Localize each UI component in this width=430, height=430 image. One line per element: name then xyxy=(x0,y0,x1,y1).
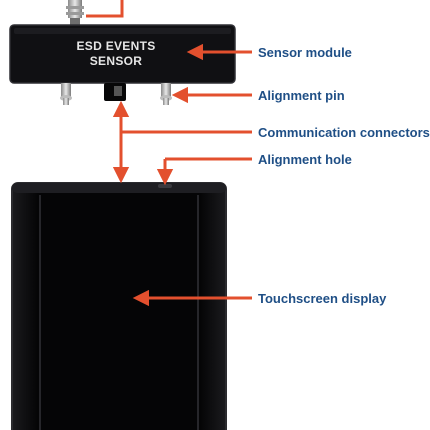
sensor-module: ESD EVENTS SENSOR xyxy=(9,24,236,84)
label-touchscreen-display: Touchscreen display xyxy=(258,291,387,306)
label-alignment-pin: Alignment pin xyxy=(258,88,345,103)
top-connector xyxy=(66,0,84,26)
alignment-pin-right xyxy=(160,83,172,105)
module-label-line2: SENSOR xyxy=(90,54,143,68)
module-label-line1: ESD EVENTS xyxy=(76,39,155,53)
communication-connector xyxy=(104,83,126,101)
label-communication-connectors: Communication connectors xyxy=(258,125,430,140)
alignment-hole-arrow xyxy=(156,157,252,186)
top-callout-line xyxy=(86,0,124,18)
display-unit xyxy=(11,182,227,430)
alignment-pin-left xyxy=(60,83,72,105)
communication-connectors-arrow xyxy=(112,100,252,184)
label-sensor-module: Sensor module xyxy=(258,45,352,60)
label-alignment-hole: Alignment hole xyxy=(258,152,352,167)
alignment-hole xyxy=(158,184,172,188)
